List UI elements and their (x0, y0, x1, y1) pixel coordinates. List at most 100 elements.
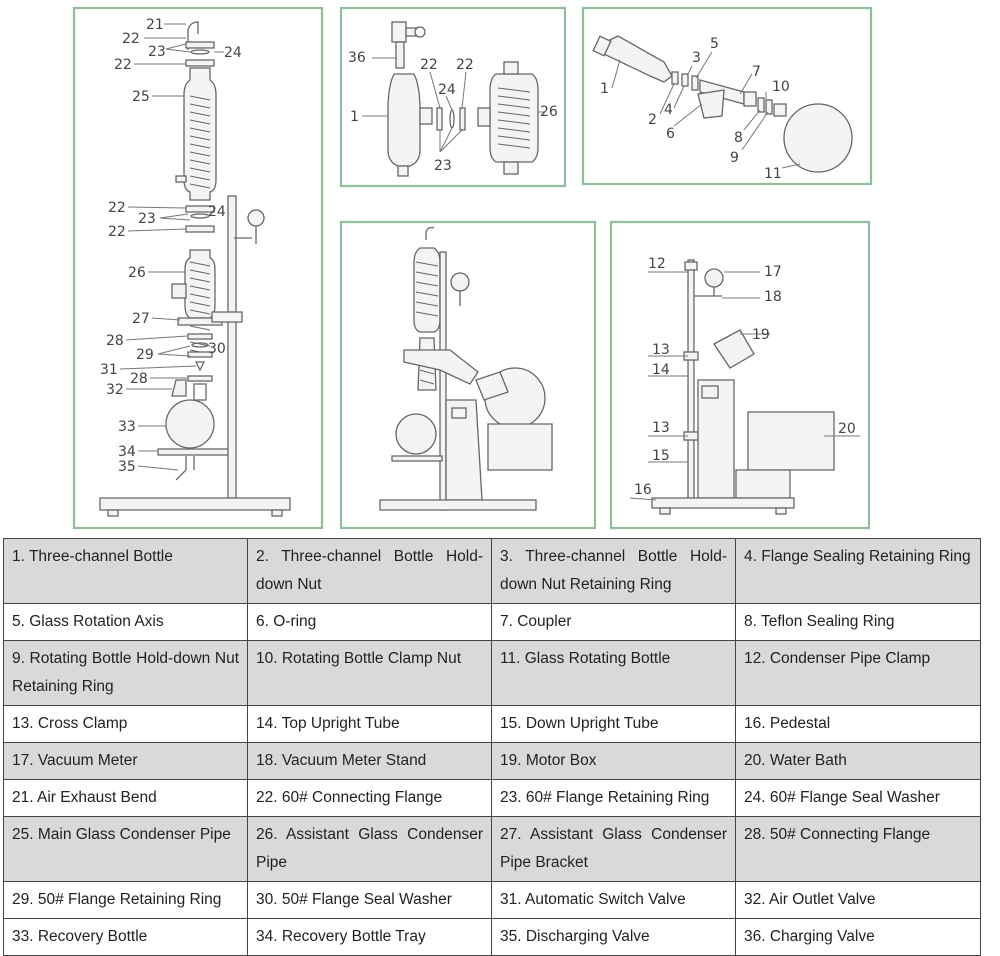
table-cell: 28. 50# Connecting Flange (735, 816, 981, 882)
table-cell: 35. Discharging Valve (491, 918, 736, 956)
table-cell: 22. 60# Connecting Flange (247, 779, 492, 817)
table-cell: 9. Rotating Bottle Hold-down Nut Retaini… (3, 640, 248, 706)
callout: 9 (730, 150, 739, 166)
table-cell: 12. Condenser Pipe Clamp (735, 640, 981, 706)
table-cell: 10. Rotating Bottle Clamp Nut (247, 640, 492, 706)
callout: 22 (456, 57, 474, 73)
table-row: 1. Three-channel Bottle 2. Three-channel… (3, 538, 981, 604)
table-row: 21. Air Exhaust Bend 22. 60# Connecting … (3, 779, 981, 817)
table-cell: 18. Vacuum Meter Stand (247, 742, 492, 780)
callout: 24 (208, 204, 226, 220)
callout: 23 (148, 44, 166, 60)
table-row: 29. 50# Flange Retaining Ring 30. 50# Fl… (3, 881, 981, 919)
callout: 10 (772, 79, 790, 95)
callout: 21 (146, 17, 164, 33)
callout: 33 (118, 419, 136, 435)
callout: 24 (224, 45, 242, 61)
callout: 15 (652, 448, 670, 464)
table-cell: 13. Cross Clamp (3, 705, 248, 743)
table-cell: 20. Water Bath (735, 742, 981, 780)
table-row: 9. Rotating Bottle Hold-down Nut Retaini… (3, 640, 981, 706)
panel-assembled-view (339, 220, 597, 530)
callout: 1 (600, 81, 609, 97)
table-cell: 4. Flange Sealing Retaining Ring (735, 538, 981, 604)
callout: 28 (106, 333, 124, 349)
table-cell: 25. Main Glass Condenser Pipe (3, 816, 248, 882)
table-cell: 34. Recovery Bottle Tray (247, 918, 492, 956)
table-cell: 26. Assistant Glass Condenser Pipe (247, 816, 492, 882)
callout: 8 (734, 130, 743, 146)
table-row: 33. Recovery Bottle 34. Recovery Bottle … (3, 918, 981, 956)
table-cell: 31. Automatic Switch Valve (491, 881, 736, 919)
rotary-evaporator-diagram: 21 22 23 24 22 25 22 24 23 22 26 27 28 2… (72, 6, 873, 530)
table-cell: 33. Recovery Bottle (3, 918, 248, 956)
callout: 26 (128, 265, 146, 281)
table-cell: 1. Three-channel Bottle (3, 538, 248, 604)
callout: 7 (752, 64, 761, 80)
callout: 22 (108, 200, 126, 216)
table-cell: 8. Teflon Sealing Ring (735, 603, 981, 641)
table-cell: 6. O-ring (247, 603, 492, 641)
callout: 13 (652, 420, 670, 436)
table-cell: 3. Three-channel Bottle Hold-down Nut Re… (491, 538, 736, 604)
table-cell: 2. Three-channel Bottle Hold-down Nut (247, 538, 492, 604)
callout: 6 (666, 126, 675, 142)
table-row: 17. Vacuum Meter 18. Vacuum Meter Stand … (3, 742, 981, 780)
table-cell: 11. Glass Rotating Bottle (491, 640, 736, 706)
callout: 3 (692, 50, 701, 66)
table-cell: 36. Charging Valve (735, 918, 981, 956)
callout: 22 (108, 224, 126, 240)
callout: 26 (540, 104, 558, 120)
table-cell: 5. Glass Rotation Axis (3, 603, 248, 641)
table-cell: 23. 60# Flange Retaining Ring (491, 779, 736, 817)
table-row: 25. Main Glass Condenser Pipe 26. Assist… (3, 816, 981, 882)
callout: 20 (838, 421, 856, 437)
callout: 35 (118, 459, 136, 475)
panel-side-elevation (609, 220, 871, 530)
callout: 22 (420, 57, 438, 73)
callout: 22 (122, 31, 140, 47)
table-cell: 21. Air Exhaust Bend (3, 779, 248, 817)
callout: 19 (752, 327, 770, 343)
callout: 32 (106, 382, 124, 398)
callout: 31 (100, 362, 118, 378)
callout: 23 (138, 211, 156, 227)
parts-legend-table: 1. Three-channel Bottle 2. Three-channel… (3, 538, 981, 956)
callout-labels: 21 22 23 24 22 25 22 24 23 22 26 27 28 2… (100, 17, 856, 498)
callout: 36 (348, 50, 366, 66)
callout: 17 (764, 264, 782, 280)
callout: 18 (764, 289, 782, 305)
callout: 28 (130, 371, 148, 387)
callout: 2 (648, 112, 657, 128)
callout: 13 (652, 342, 670, 358)
table-cell: 16. Pedestal (735, 705, 981, 743)
callout: 23 (434, 158, 452, 174)
table-cell: 32. Air Outlet Valve (735, 881, 981, 919)
table-cell: 27. Assistant Glass Condenser Pipe Brack… (491, 816, 736, 882)
table-cell: 30. 50# Flange Seal Washer (247, 881, 492, 919)
table-cell: 15. Down Upright Tube (491, 705, 736, 743)
callout: 16 (634, 482, 652, 498)
table-cell: 19. Motor Box (491, 742, 736, 780)
callout: 30 (208, 341, 226, 357)
panel-rotating-bottle-detail (581, 6, 873, 186)
table-cell: 24. 60# Flange Seal Washer (735, 779, 981, 817)
callout: 34 (118, 444, 136, 460)
callout: 25 (132, 89, 150, 105)
callout: 24 (438, 82, 456, 98)
table-cell: 29. 50# Flange Retaining Ring (3, 881, 248, 919)
table-cell: 14. Top Upright Tube (247, 705, 492, 743)
callout: 12 (648, 256, 666, 272)
callout: 22 (114, 57, 132, 73)
callout: 5 (710, 36, 719, 52)
panel-exploded-assembly (72, 6, 324, 530)
table-cell: 7. Coupler (491, 603, 736, 641)
callout: 11 (764, 166, 782, 182)
callout: 14 (652, 362, 670, 378)
table-row: 13. Cross Clamp 14. Top Upright Tube 15.… (3, 705, 981, 743)
panel-condenser-detail (339, 6, 567, 188)
callout: 1 (350, 109, 359, 125)
table-row: 5. Glass Rotation Axis 6. O-ring 7. Coup… (3, 603, 981, 641)
callout: 4 (664, 102, 673, 118)
table-cell: 17. Vacuum Meter (3, 742, 248, 780)
